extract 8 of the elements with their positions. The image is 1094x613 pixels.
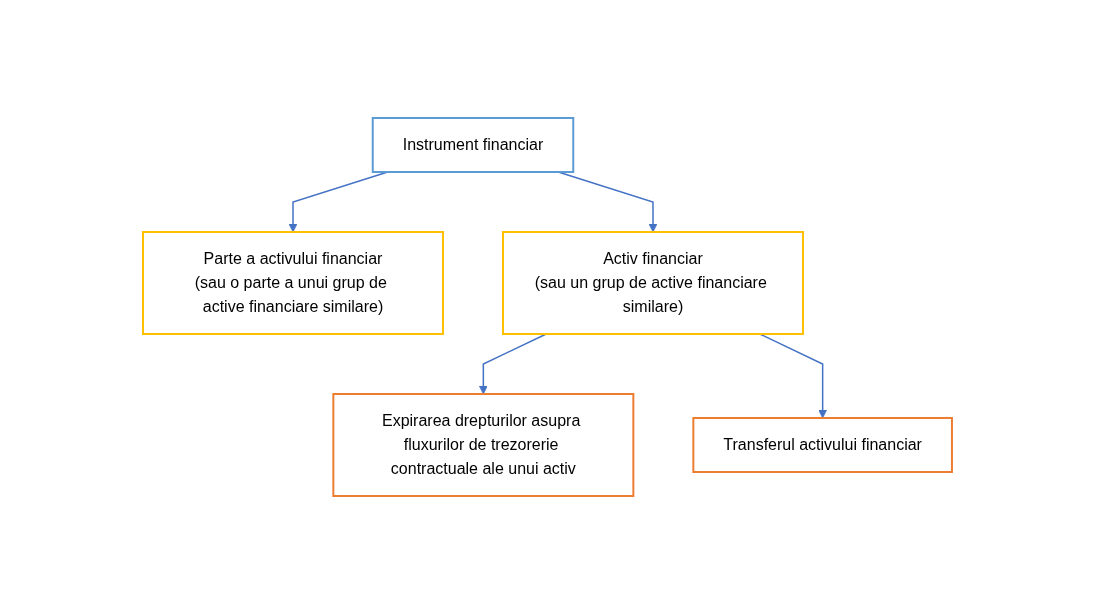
node-box: Instrument financiar (371, 116, 574, 173)
arrow (478, 332, 547, 394)
arrow (288, 170, 388, 232)
node-box: Activ financiar (sau un grup de active financiare similare) (501, 230, 804, 335)
node-box: Parte a activului financiar (sau o parte a unui grup de active financiare similare) (141, 230, 444, 335)
node-box: Expirarea drepturilor asupra fluxurilor de trezorerie contractuale ale unui activ (331, 392, 634, 497)
node-box: Transferul activului financiar (691, 416, 953, 473)
arrow (758, 332, 827, 418)
